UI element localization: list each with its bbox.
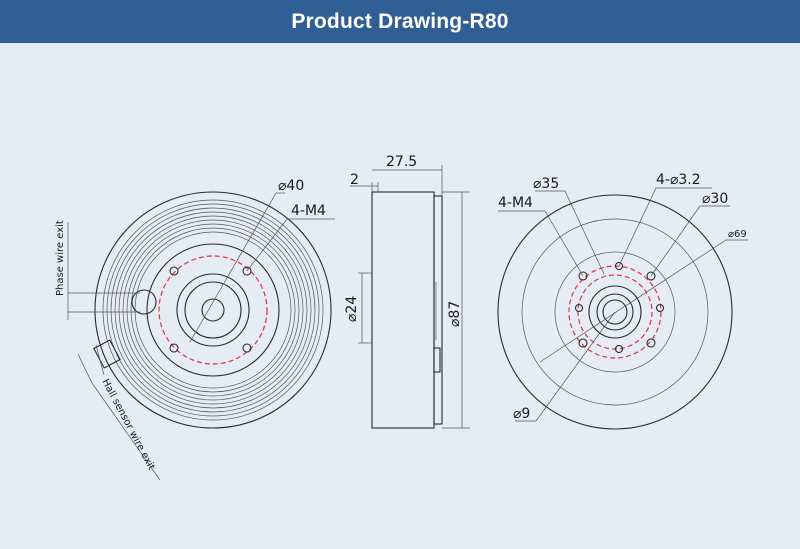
back-hub-inner — [596, 293, 634, 331]
back-ring — [554, 251, 676, 373]
dim-hole-4-3-2: 4-⌀3.2 — [656, 172, 701, 188]
hall-leader — [91, 382, 161, 481]
bolt-circle-40 — [158, 255, 268, 365]
dim-dia-9: ⌀9 — [513, 406, 530, 422]
hall-leader — [95, 344, 105, 376]
right-view: ⌀35 4-⌀3.2 4-M4 ⌀30 ⌀69 ⌀9 — [497, 172, 748, 430]
outer-rim — [94, 191, 332, 429]
technical-drawing: ⌀40 4-M4 Phase wire exit Hall sensor wir… — [55, 154, 748, 481]
header-bar: Product Drawing-R80 — [0, 0, 800, 43]
hall-sensor-tab — [93, 339, 121, 369]
dim-dia-30: ⌀30 — [702, 191, 728, 207]
dim-dia-40: ⌀40 — [278, 178, 304, 194]
side-tab — [433, 347, 441, 373]
dia35-leader — [564, 190, 605, 275]
mount-hole — [614, 344, 624, 354]
left-view: ⌀40 4-M4 Phase wire exit Hall sensor wir… — [55, 178, 335, 481]
hub-outer — [176, 273, 250, 347]
dia30-leader — [650, 205, 701, 277]
phase-wire-slot — [131, 289, 157, 315]
back-shaft — [602, 299, 628, 325]
dim-dia-69: ⌀69 — [728, 229, 747, 240]
back-hub — [588, 285, 642, 339]
dim-dia-87: ⌀87 — [447, 301, 463, 327]
coil-ring — [106, 203, 320, 417]
dia40-leader — [189, 192, 277, 343]
dim-dia-24: ⌀24 — [344, 296, 360, 322]
side-view: 27.5 2 ⌀24 ⌀87 — [344, 154, 470, 429]
dia69-leader — [539, 239, 727, 363]
dim-offset-2: 2 — [350, 172, 359, 188]
mount-hole — [169, 266, 179, 276]
inner-face — [146, 243, 280, 377]
mount-hole — [169, 343, 179, 353]
mount-hole — [655, 303, 665, 313]
phase-wire-label: Phase wire exit — [55, 220, 66, 296]
mount-hole — [242, 266, 252, 276]
dim-width-27-5: 27.5 — [386, 154, 417, 170]
hub-inner — [184, 281, 242, 339]
hall-leader — [77, 353, 93, 384]
m4-hole — [646, 338, 656, 348]
dim-thread-4m4-back: 4-M4 — [498, 195, 533, 211]
dim-thread-4m4: 4-M4 — [291, 203, 326, 219]
mount-hole — [614, 261, 624, 271]
coil-ring — [114, 211, 312, 409]
dia9-leader — [535, 311, 616, 422]
coil-ring — [110, 207, 316, 413]
dim-dia-35: ⌀35 — [533, 176, 559, 192]
coil-ring — [122, 219, 304, 401]
back-outer-rim — [497, 194, 733, 430]
m4-hole — [646, 271, 656, 281]
page-title: Product Drawing-R80 — [291, 9, 509, 33]
shaft-hole — [201, 298, 225, 322]
back-ring-69 — [521, 218, 709, 406]
m4b-leader — [544, 210, 584, 277]
m4-leader — [246, 218, 288, 272]
mount-hole — [574, 303, 584, 313]
side-body — [371, 191, 435, 429]
m4-hole — [578, 338, 588, 348]
m4-hole — [578, 271, 588, 281]
rim-ring — [102, 199, 324, 421]
coil-ring — [118, 215, 308, 405]
coil-ring — [126, 223, 300, 397]
side-flange — [433, 195, 443, 425]
coil-ring — [130, 227, 296, 393]
mount-hole — [242, 343, 252, 353]
hole-leader — [618, 187, 657, 267]
